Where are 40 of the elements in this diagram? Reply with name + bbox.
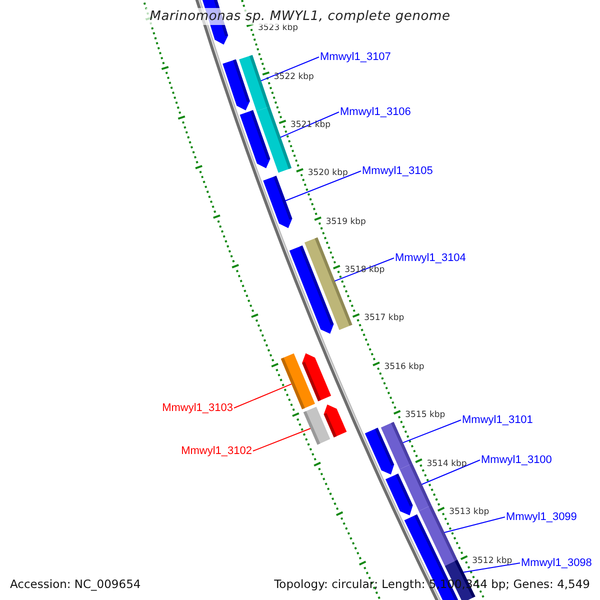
tick-label: 3518 kbp bbox=[344, 265, 385, 276]
leader-line bbox=[234, 384, 292, 408]
tick-label: 3513 kbp bbox=[449, 507, 490, 518]
tick-label: 3521 kbp bbox=[290, 120, 331, 130]
gene-bar bbox=[256, 106, 292, 173]
gene-label: Mmwyl1_3105 bbox=[362, 165, 433, 177]
leader-line bbox=[444, 516, 506, 533]
leader-line bbox=[280, 112, 340, 138]
tick-label: 3516 kbp bbox=[384, 362, 424, 372]
gene-label: Mmwyl1_3106 bbox=[340, 106, 411, 118]
gene-bar bbox=[239, 55, 270, 112]
leader-line bbox=[260, 56, 320, 82]
gene-block bbox=[263, 176, 292, 228]
leader-line bbox=[252, 428, 311, 452]
leader-line bbox=[462, 562, 520, 573]
gene-label: Mmwyl1_3101 bbox=[462, 414, 533, 426]
tick-label: 3523 kbp bbox=[258, 23, 298, 34]
tick-label: 3522 kbp bbox=[274, 72, 314, 82]
gene-label: Mmwyl1_3104 bbox=[395, 252, 466, 264]
gene-bar bbox=[280, 353, 315, 410]
gene-bar bbox=[380, 422, 412, 470]
tick-label: 3519 kbp bbox=[326, 216, 366, 227]
tick-label: 3515 kbp bbox=[405, 410, 446, 420]
footer-text: Accession: NC_009654 bbox=[9, 577, 142, 591]
leader-line bbox=[421, 460, 480, 485]
tick-label: 3520 kbp bbox=[308, 168, 348, 178]
leader-line bbox=[402, 420, 462, 444]
tick-label: 3512 kbp bbox=[472, 556, 512, 566]
gene-label: Mmwyl1_3102 bbox=[181, 445, 252, 457]
gene-label: Mmwyl1_3100 bbox=[481, 454, 552, 466]
gene-label: Mmwyl1_3103 bbox=[162, 402, 233, 414]
leader-line bbox=[284, 170, 362, 202]
tick-label: 3514 kbp bbox=[426, 458, 467, 469]
tick-label: 3517 kbp bbox=[364, 313, 404, 324]
gene-bar bbox=[303, 406, 330, 445]
gene-label: Mmwyl1_3107 bbox=[320, 51, 391, 63]
footer-text: Topology: circular; Length: 5,100,344 bp; Genes: 4,549 bbox=[273, 577, 591, 591]
gene-label: Mmwyl1_3099 bbox=[506, 511, 577, 523]
leader-line bbox=[334, 258, 394, 282]
gene-label: Mmwyl1_3098 bbox=[521, 557, 592, 569]
